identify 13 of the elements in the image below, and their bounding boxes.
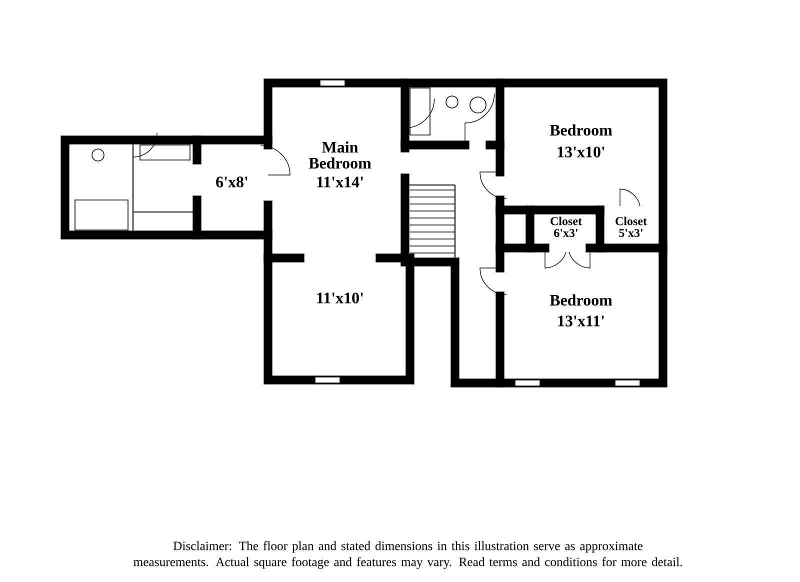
room-label: 13'x10' xyxy=(558,146,604,158)
room-label: Bedroom xyxy=(550,294,612,306)
room-label: 11'x14' xyxy=(317,176,363,188)
room-label: Main Bedroom xyxy=(308,141,372,169)
room-label: 6'x3' xyxy=(554,228,578,238)
room-label: 6'x8' xyxy=(216,176,248,188)
room-label: Closet xyxy=(616,216,647,226)
room-label: Bedroom xyxy=(550,124,612,136)
disclaimer-text: Disclaimer: The floor plan and stated dimensions in this illustration serve as approximate measurements. Actual square footage and features may vary. Read terms and conditions for more detail. xyxy=(134,541,682,569)
room-label: 13'x11' xyxy=(558,316,604,326)
room-label: 5'x3' xyxy=(619,228,642,238)
room-label: Closet xyxy=(550,216,582,226)
room-label: 11'x10' xyxy=(317,292,363,304)
